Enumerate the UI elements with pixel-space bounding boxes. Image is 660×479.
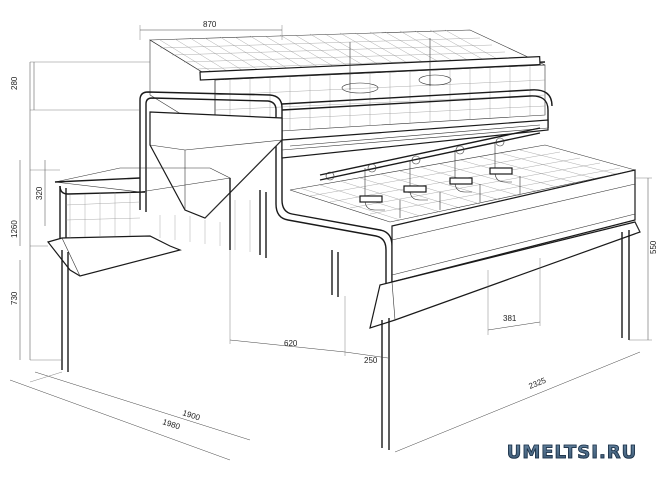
lower-frame — [229, 160, 393, 300]
lower-trough — [369, 169, 641, 329]
dimension-lines — [9, 25, 652, 461]
site-watermark: UMELTSI.RU — [497, 440, 647, 466]
upper-trough — [281, 119, 549, 159]
upper-frame — [139, 89, 553, 212]
dim-280: 280 — [10, 76, 19, 90]
dim-381: 381 — [503, 314, 517, 323]
legs — [331, 230, 630, 450]
dim-1980: 1980 — [161, 417, 181, 431]
dim-1900: 1900 — [181, 408, 201, 422]
upper-cage-mesh — [148, 29, 546, 136]
dim-1260: 1260 — [10, 220, 19, 238]
dim-320: 320 — [35, 186, 44, 200]
dim-870: 870 — [203, 20, 217, 29]
dim-2325: 2325 — [527, 376, 547, 391]
dim-250: 250 — [364, 356, 378, 365]
dim-550: 550 — [649, 240, 658, 254]
upper-feeder — [149, 111, 283, 219]
dim-730: 730 — [10, 291, 19, 305]
drinker-line — [319, 127, 541, 211]
dim-620: 620 — [284, 339, 298, 348]
left-side-frame — [46, 167, 231, 372]
